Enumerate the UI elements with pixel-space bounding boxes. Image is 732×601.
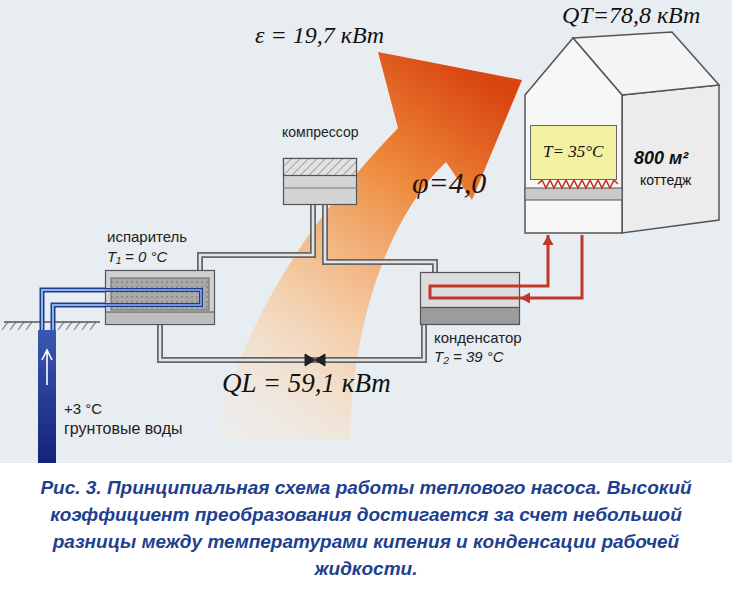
part-name: компрессор — [282, 124, 359, 140]
refrigerant-pipe — [325, 205, 435, 272]
boiling-temperature: T₁ = 0 °C — [107, 248, 167, 265]
flow-arrow — [42, 350, 52, 385]
groundwater-pipe — [42, 290, 106, 330]
pipe-wall — [325, 205, 435, 272]
evaporator-body — [105, 270, 215, 325]
compressor-body — [283, 158, 357, 205]
arrowhead — [520, 293, 530, 304]
heat-flow-arrow — [215, 52, 522, 440]
pipe-core — [160, 325, 424, 360]
heating-return-pipe — [520, 235, 582, 304]
diagram-ground — [0, 0, 732, 463]
part-name: испаритель — [107, 228, 187, 245]
evaporator-box: испарительT₁ = 0 °C — [105, 270, 215, 325]
building-type: коттедж — [640, 172, 691, 188]
pipe-wall — [160, 325, 424, 360]
condenser-box: конденсаторT₂ = 39 °C — [420, 272, 520, 325]
refrigerant-pipe — [200, 205, 313, 270]
condensing-temperature: T₂ = 39 °C — [434, 348, 504, 365]
room-box: T= 35°C — [530, 125, 617, 180]
figure-caption: Рис. 3. Принципиальная схема работы тепл… — [12, 474, 720, 582]
water-temperature: +3 °C — [64, 400, 102, 417]
compressor-box: ε = 19,7 кВткомпрессор — [283, 158, 357, 205]
condenser-body — [420, 272, 520, 325]
heating-supply-pipe — [520, 235, 554, 286]
arrowhead — [543, 235, 554, 245]
hot-pipe — [520, 235, 582, 298]
groundwater-well — [38, 330, 56, 463]
room-temperature: T= 35°C — [543, 142, 603, 162]
floor-area: 800 м² — [634, 148, 688, 169]
heat-output: QT=78,8 кВт — [562, 2, 700, 30]
refrigerant-pipe — [160, 325, 424, 360]
compressor-power: ε = 19,7 кВт — [255, 22, 384, 50]
house: QT=78,8 кВт800 м²коттеджT= 35°C — [522, 30, 722, 235]
expansion-valve — [305, 354, 325, 366]
conversion-factor: φ=4,0 — [412, 166, 486, 201]
water-source: грунтовые воды — [64, 420, 182, 438]
pipe-core — [325, 205, 435, 272]
extracted-heat: QL = 59,1 кВт — [222, 368, 391, 399]
pipe-wall — [200, 205, 313, 270]
part-name: конденсатор — [434, 329, 522, 346]
pipe-core — [200, 205, 313, 270]
